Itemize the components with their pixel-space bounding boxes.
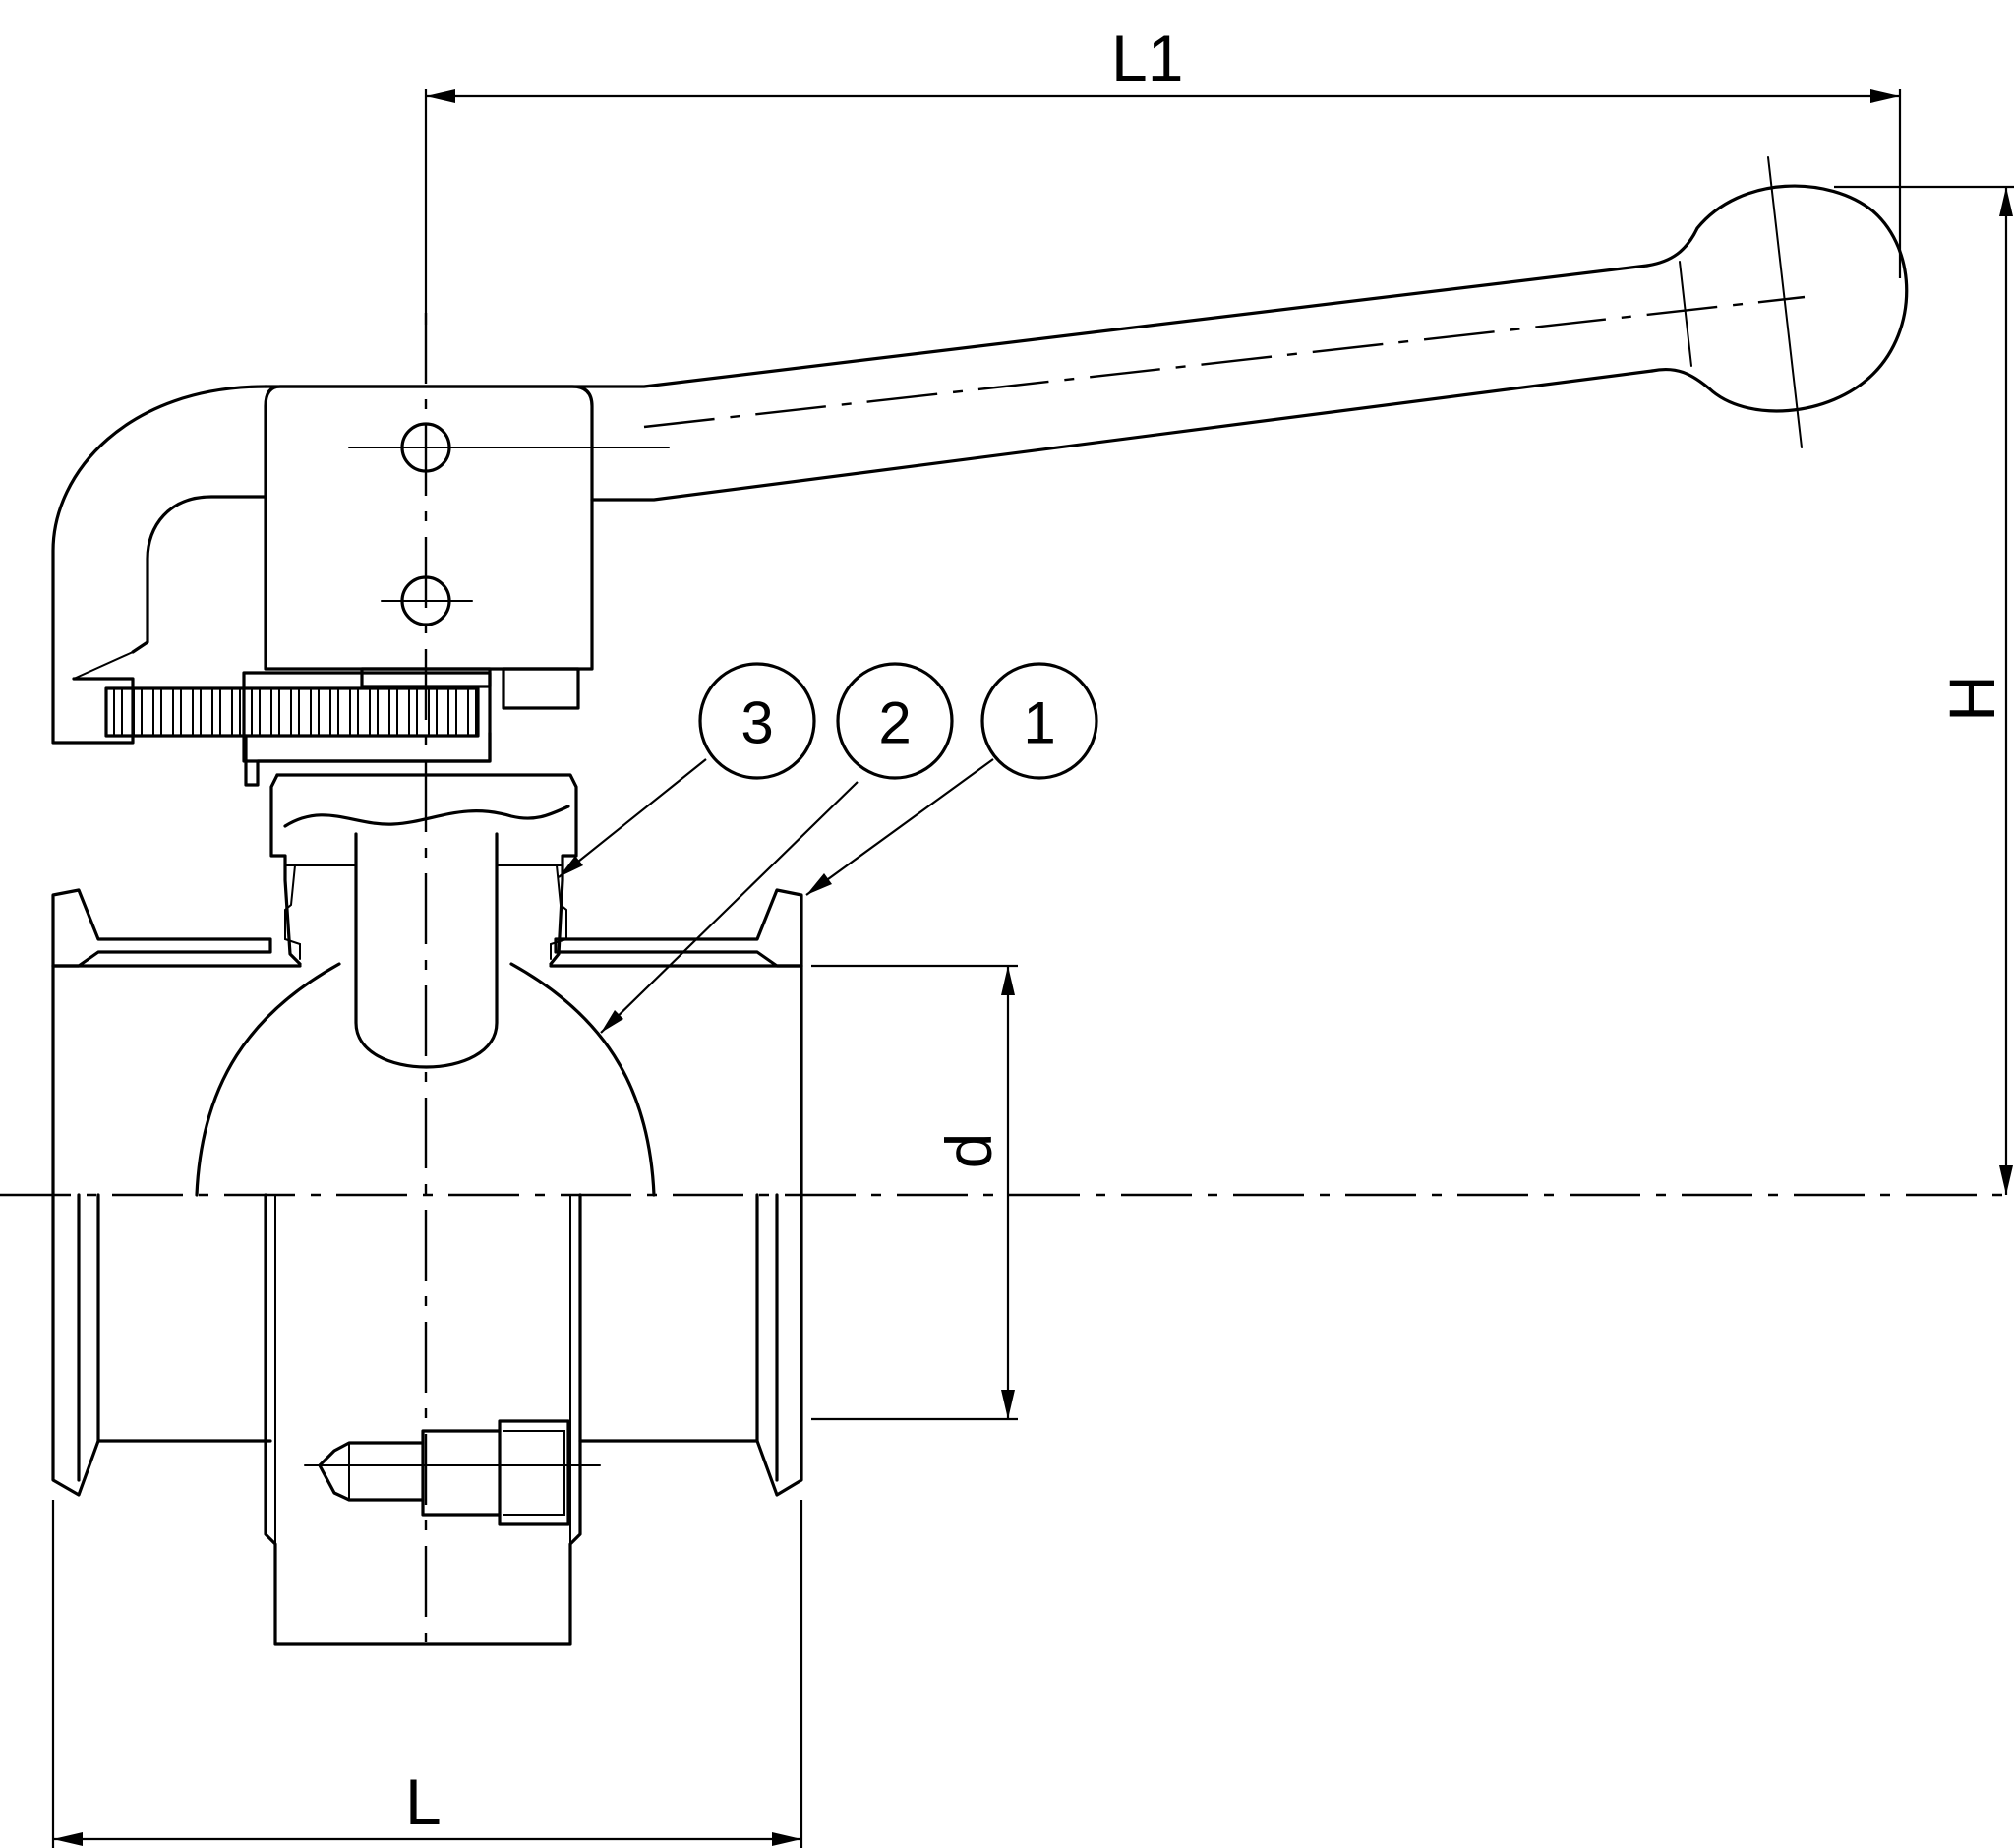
callouts: 3 2 1: [558, 662, 1098, 1034]
gear-tooth: [329, 687, 339, 737]
label-l1: L1: [1111, 22, 1183, 94]
gear-tooth: [349, 687, 359, 737]
label-l: L: [405, 1765, 442, 1838]
locking-ring: [104, 667, 492, 787]
label-h: H: [1935, 675, 2008, 722]
handle-mark-2: [1679, 261, 1692, 367]
gear-tooth: [113, 687, 123, 737]
bonnet: [269, 773, 578, 1069]
gear-tooth: [192, 687, 202, 737]
gear-teeth: [113, 687, 477, 737]
gear-tooth: [290, 687, 300, 737]
callout-2: 2: [836, 662, 954, 780]
gear-tooth: [152, 687, 162, 737]
handle-mark-1: [1767, 156, 1803, 448]
lever-axis: [643, 295, 1806, 429]
center-lines: [0, 295, 2014, 1652]
gear-tooth: [388, 687, 398, 737]
gear-tooth: [211, 687, 221, 737]
gear-tooth: [270, 687, 280, 737]
dimension-h: H: [1834, 185, 2014, 1195]
callout-1: 1: [980, 662, 1098, 780]
lever-handle: [51, 156, 1909, 745]
gear-tooth: [369, 687, 379, 737]
svg-text:1: 1: [1023, 690, 1055, 756]
dimension-d: d: [811, 964, 1018, 1421]
gear-tooth: [172, 687, 182, 737]
gear-tooth: [447, 687, 457, 737]
dimension-l1: L1: [424, 22, 1902, 325]
label-d: d: [932, 1133, 1005, 1169]
gear-tooth: [231, 687, 241, 737]
gear-tooth: [310, 687, 320, 737]
gear-tooth: [133, 687, 143, 737]
valve-body: [51, 888, 803, 1646]
gear-tooth: [467, 687, 477, 737]
svg-text:3: 3: [740, 690, 773, 756]
gear-tooth: [408, 687, 418, 737]
gear-tooth: [251, 687, 261, 737]
handle-hub: [264, 385, 670, 710]
dimension-l: L: [51, 1500, 803, 1848]
gear-tooth: [428, 687, 438, 737]
callout-3: 3: [698, 662, 816, 780]
svg-text:2: 2: [878, 690, 911, 756]
